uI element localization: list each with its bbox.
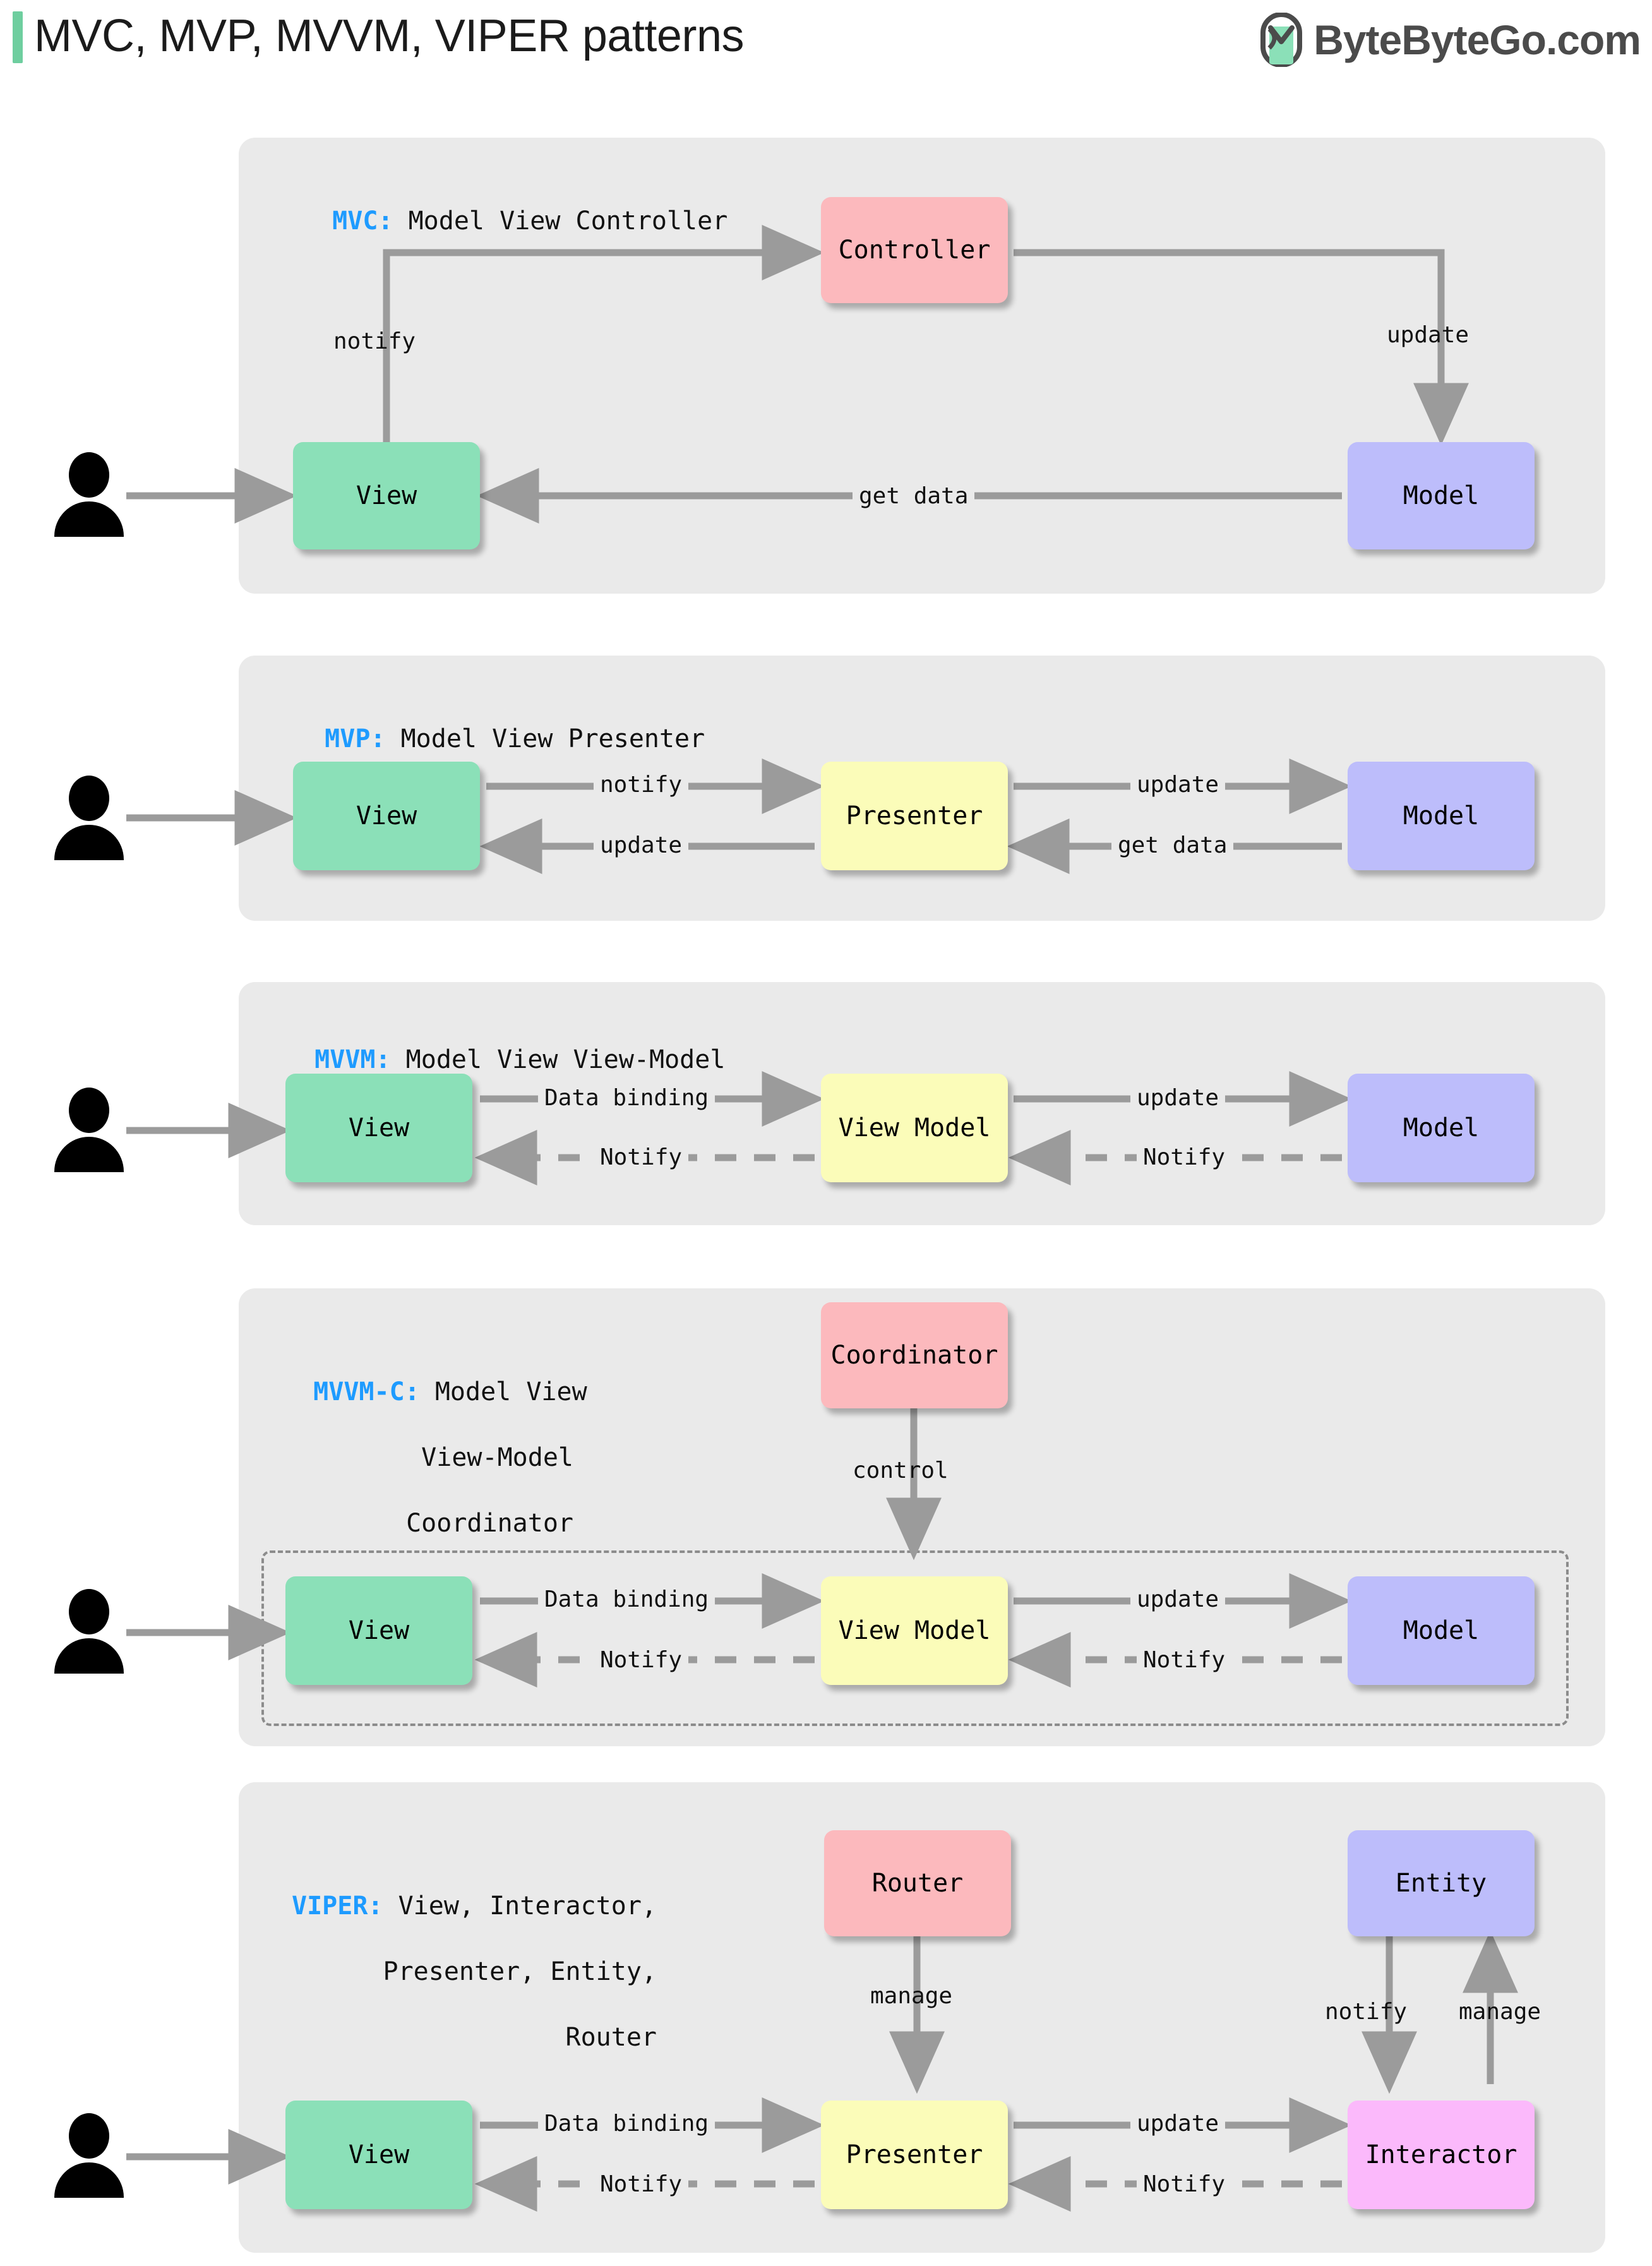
actor-body-icon xyxy=(54,1638,124,1674)
edge-label-notify-mvp: notify xyxy=(594,772,689,798)
node-viewmodel-mvvm[interactable]: View Model xyxy=(821,1074,1008,1182)
node-viewmodel-mvvmc[interactable]: View Model xyxy=(821,1576,1008,1685)
actor-head-icon xyxy=(69,1589,109,1634)
edge-label-notify-right-mvvm: Notify xyxy=(1137,1144,1232,1170)
actor-head-icon xyxy=(69,452,109,498)
node-interactor-viper[interactable]: Interactor xyxy=(1348,2101,1535,2209)
edge-label-notify-mvc: notify xyxy=(333,328,416,354)
edge-label-update-viper: update xyxy=(1130,2111,1226,2137)
pattern-key-mvvmc: MVVM-C: xyxy=(313,1377,420,1406)
user-actor-viper xyxy=(54,2113,124,2198)
edge-label-update-mvc: update xyxy=(1387,322,1469,348)
node-model-mvvm[interactable]: Model xyxy=(1348,1074,1535,1182)
node-presenter-viper[interactable]: Presenter xyxy=(821,2101,1008,2209)
actor-body-icon xyxy=(54,1137,124,1172)
user-actor-mvc xyxy=(54,452,124,537)
title-accent-bar xyxy=(13,11,23,63)
node-view-mvc[interactable]: View xyxy=(293,442,480,549)
user-actor-mvvm xyxy=(54,1088,124,1172)
pattern-expansion-line3-viper: Router xyxy=(565,2023,657,2052)
pattern-label-viper: VIPER: View, Interactor, Presenter, Enti… xyxy=(234,1857,657,2054)
actor-body-icon xyxy=(54,501,124,537)
node-model-mvc[interactable]: Model xyxy=(1348,442,1535,549)
pattern-expansion-mvp: Model View Presenter xyxy=(385,724,705,753)
edge-label-notify-left-mvvm: Notify xyxy=(594,1144,689,1170)
node-controller-mvc[interactable]: Controller xyxy=(821,197,1008,303)
edge-label-getdata-mvc: get data xyxy=(853,483,975,509)
edge-label-notify-left-viper: Notify xyxy=(594,2171,689,2197)
pattern-key-mvp: MVP: xyxy=(325,724,386,753)
edge-label-control-mvvmc: control xyxy=(853,1458,949,1484)
actor-head-icon xyxy=(69,776,109,821)
node-model-mvp[interactable]: Model xyxy=(1348,762,1535,870)
user-actor-mvp xyxy=(54,776,124,860)
pattern-key-viper: VIPER: xyxy=(292,1891,383,1921)
node-view-viper[interactable]: View xyxy=(285,2101,472,2209)
edge-label-update-right-mvp: update xyxy=(1130,772,1226,798)
node-view-mvp[interactable]: View xyxy=(293,762,480,870)
brand: ByteByteGo.com xyxy=(1260,12,1641,68)
edge-label-notify-right-viper: Notify xyxy=(1137,2171,1232,2197)
edge-label-manage-entity-viper: manage xyxy=(1459,1999,1541,2025)
node-presenter-mvp[interactable]: Presenter xyxy=(821,762,1008,870)
edge-label-update-mvvmc: update xyxy=(1130,1586,1226,1612)
bytebytego-logo-icon xyxy=(1260,12,1303,68)
node-entity-viper[interactable]: Entity xyxy=(1348,1830,1535,1936)
pattern-expansion-line1-mvvmc: Model View xyxy=(419,1377,587,1406)
brand-text: ByteByteGo.com xyxy=(1314,16,1641,63)
pattern-expansion-line1-viper: View, Interactor, xyxy=(383,1891,657,1921)
pattern-expansion-mvvm: Model View View-Model xyxy=(390,1045,726,1074)
page-header: MVC, MVP, MVVM, VIPER patterns ByteByteG… xyxy=(0,0,1652,82)
edge-label-databinding-mvvm: Data binding xyxy=(538,1085,715,1111)
edge-label-update-mvvm: update xyxy=(1130,1085,1226,1111)
edge-label-update-left-mvp: update xyxy=(594,832,689,858)
pattern-label-mvp: MVP: Model View Presenter xyxy=(294,690,705,755)
pattern-key-mvc: MVC: xyxy=(332,207,393,236)
pattern-expansion-line2-mvvmc: View-Model xyxy=(421,1443,573,1472)
node-router-viper[interactable]: Router xyxy=(824,1830,1011,1936)
actor-body-icon xyxy=(54,2162,124,2198)
actor-body-icon xyxy=(54,825,124,860)
pattern-label-mvvm: MVVM: Model View View-Model xyxy=(284,1010,725,1076)
edge-label-getdata-mvp: get data xyxy=(1111,832,1234,858)
pattern-label-mvvmc: MVVM-C: Model View View-Model Coordinato… xyxy=(283,1343,587,1540)
edge-label-notify-left-mvvmc: Notify xyxy=(594,1647,689,1673)
edge-label-manage-router-viper: manage xyxy=(870,1983,953,2009)
edge-label-notify-right-mvvmc: Notify xyxy=(1137,1647,1232,1673)
actor-head-icon xyxy=(69,2113,109,2159)
pattern-expansion-mvc: Model View Controller xyxy=(393,207,728,236)
pattern-key-mvvm: MVVM: xyxy=(314,1045,391,1074)
edge-label-databinding-mvvmc: Data binding xyxy=(538,1586,715,1612)
node-coordinator-mvvmc[interactable]: Coordinator xyxy=(821,1302,1008,1408)
user-actor-mvvmc xyxy=(54,1589,124,1674)
edge-label-notify-entity-viper: notify xyxy=(1325,1999,1408,2025)
pattern-expansion-line3-mvvmc: Coordinator xyxy=(406,1509,573,1538)
page-title: MVC, MVP, MVVM, VIPER patterns xyxy=(34,11,745,61)
edge-label-databinding-viper: Data binding xyxy=(538,2111,715,2137)
node-view-mvvmc[interactable]: View xyxy=(285,1576,472,1685)
node-view-mvvm[interactable]: View xyxy=(285,1074,472,1182)
node-model-mvvmc[interactable]: Model xyxy=(1348,1576,1535,1685)
pattern-label-mvc: MVC: Model View Controller xyxy=(302,172,727,237)
pattern-expansion-line2-viper: Presenter, Entity, xyxy=(383,1957,657,1986)
actor-head-icon xyxy=(69,1088,109,1133)
